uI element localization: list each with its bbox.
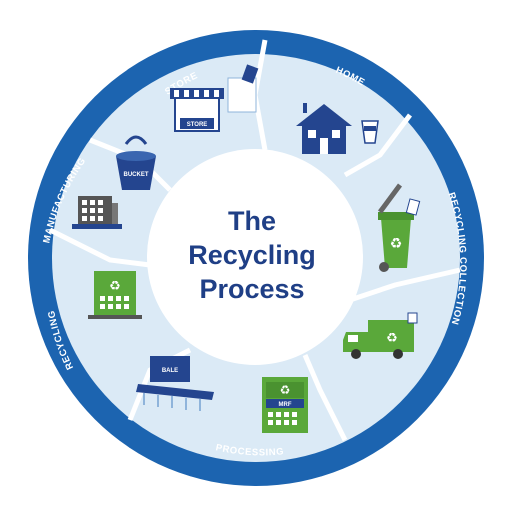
bale-conveyor-icon: BALE <box>136 356 214 411</box>
recycle-symbol-mrf: ♻ <box>280 383 291 397</box>
center-title-line2: Recycling <box>188 240 316 270</box>
bucket-icon: BUCKET <box>116 135 156 190</box>
recycle-symbol-plant: ♻ <box>109 279 121 294</box>
center-title-line1: The <box>228 206 276 236</box>
recycle-symbol-bin: ♻ <box>390 236 403 252</box>
recycling-plant-icon: ♻ <box>88 271 142 319</box>
recycle-symbol-truck: ♻ <box>386 331 398 346</box>
home-icon <box>296 103 379 154</box>
recycling-truck-icon: ♻ <box>343 312 418 359</box>
mrf-facility-icon: ♻ MRF <box>262 377 308 433</box>
bucket-label: BUCKET <box>124 172 149 178</box>
manufacturing-machine-icon <box>72 196 122 229</box>
center-circle <box>147 149 363 365</box>
mrf-label: MRF <box>279 402 292 408</box>
recycling-bin-icon: ♻ <box>377 183 421 272</box>
store-icon: STORE <box>170 64 259 132</box>
bale-label: BALE <box>162 368 178 374</box>
center-title-line3: Process <box>199 274 304 304</box>
store-sign-label: STORE <box>187 122 208 128</box>
